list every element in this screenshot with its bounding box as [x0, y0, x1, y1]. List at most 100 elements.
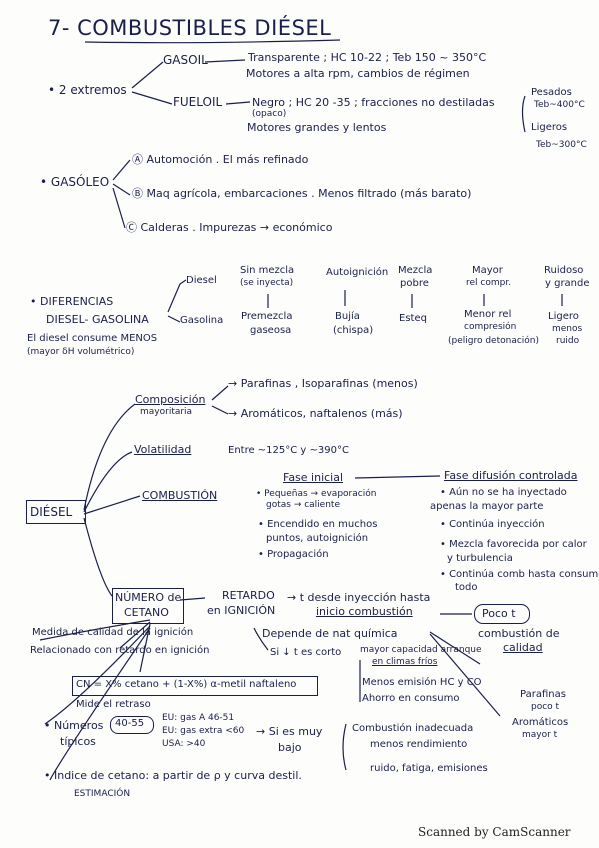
col1-bot2: gaseosa — [250, 325, 292, 336]
diferencias-note2: (mayor δH volumétrico) — [27, 347, 135, 357]
ligeros-label: Ligeros — [531, 122, 568, 133]
teb400-label: Teb~400°C — [534, 100, 585, 110]
comb-calidad-2: calidad — [503, 641, 543, 654]
fueloil-line2: Motores grandes y lentos — [247, 121, 387, 134]
mayor-t: mayor t — [522, 730, 558, 740]
cetano-box — [112, 588, 184, 624]
pesados-label: Pesados — [531, 87, 572, 98]
page-title: 7- COMBUSTIBLES DIÉSEL — [48, 16, 332, 40]
col4-top2: rel compr. — [466, 278, 512, 288]
medida-line: Medida de calidad de la ignición — [32, 627, 194, 638]
usa-range: USA: >40 — [162, 739, 206, 749]
arrow-fase — [354, 475, 441, 479]
teb300-label: Teb~300°C — [536, 140, 587, 150]
arrow-gasoil — [204, 59, 246, 63]
gasoleo-c: Ⓒ Calderas . Impurezas → económico — [126, 221, 333, 234]
volatilidad-label: Volatilidad — [134, 443, 192, 456]
gasoil-line2: Motores a alta rpm, cambios de régimen — [246, 67, 470, 80]
title-underline — [84, 39, 341, 44]
branch-medida — [39, 619, 151, 641]
col4-bot3: (peligro detonación) — [448, 336, 540, 346]
si-bajo-1: → Si es muy — [256, 725, 323, 738]
poco-t-label: Poco t — [482, 607, 516, 620]
si-t-corto: Si ↓ t es corto — [270, 647, 342, 658]
ahorro-consumo: Ahorro en consumo — [362, 693, 460, 704]
gasoil-label: GASOIL — [163, 53, 208, 67]
diesel-root-box — [26, 500, 86, 524]
scanner-footer: Scanned by CamScanner — [418, 825, 571, 839]
fase-difusion-1: • Aún no se ha inyectado — [440, 487, 567, 498]
poco-t-2: poco t — [531, 702, 560, 712]
fase-difusion-1b: apenas la mayor parte — [430, 501, 544, 512]
arrow-parafinas — [211, 385, 229, 401]
diferencias-label1: • DIFERENCIAS — [30, 295, 114, 308]
parafinas-line: → Parafinas , Isoparafinas (menos) — [228, 377, 418, 390]
col3-bot: Esteq — [399, 313, 427, 324]
fase-difusion-3b: y turbulencia — [447, 553, 513, 564]
col5-bot2: menos — [552, 324, 583, 334]
branch-si-corto — [253, 627, 269, 651]
col2-top: Autoignición — [326, 267, 389, 278]
t-desde-line: → t desde inyección hasta — [287, 591, 431, 604]
branch-fueloil — [131, 91, 173, 105]
eu-gas-extra: EU: gas extra <60 — [162, 726, 245, 736]
aromaticos-line: → Aromáticos, naftalenos (más) — [228, 407, 403, 420]
fase-inicial-1b: gotas → caliente — [266, 500, 340, 510]
branch-a — [112, 159, 131, 181]
fase-inicial-2b: puntos, autoignición — [266, 533, 369, 544]
fase-difusion-3: • Mezcla favorecida por calor — [440, 539, 587, 550]
bajo-result-2: menos rendimiento — [370, 739, 468, 750]
branch-cetano — [83, 517, 113, 597]
col5-bot3: ruido — [556, 336, 580, 346]
brace-pesados — [521, 95, 526, 133]
brace-bajo — [342, 723, 347, 771]
diferencias-label2: DIESEL- GASOLINA — [46, 313, 149, 326]
branch-indice — [49, 627, 151, 781]
cetano-box-line1: NÚMERO de — [115, 591, 182, 604]
depende-line: Depende de nat química — [262, 627, 398, 640]
retardo-line1: RETARDO — [222, 589, 275, 602]
relacionado-line: Relacionado con retardo en ignición — [30, 645, 210, 656]
col4-bot2: compresión — [464, 322, 517, 332]
rango-oval — [110, 716, 154, 734]
fase-difusion-2: • Continúa inyección — [440, 519, 545, 530]
col2-bot2: (chispa) — [333, 325, 374, 336]
fase-difusion-4b: todo — [455, 582, 478, 593]
fase-difusion-4: • Continúa comb hasta consumo — [440, 569, 599, 580]
retardo-line2: en IGNICIÓN — [207, 604, 276, 617]
cetane-formula: CN = X% cetano + (1-X%) α-metil naftalen… — [76, 679, 297, 690]
volatilidad-value: Entre ~125°C y ~390°C — [228, 445, 349, 456]
parafinas-cetano: Parafinas — [520, 689, 566, 700]
diesel-row-label: Diesel — [186, 275, 217, 286]
branch-volatilidad — [83, 451, 133, 513]
bajo-result-1: Combustión inadecuada — [352, 723, 474, 734]
mide-retraso: Mide el retraso — [76, 699, 151, 710]
col5-top: Ruidoso — [544, 265, 584, 276]
branch-diesel — [167, 279, 187, 313]
numeros-label: • Números — [44, 719, 104, 732]
bajo-result-3: ruido, fatiga, emisiones — [370, 763, 488, 774]
col2-bot: Bujía — [335, 311, 360, 322]
col3-top: Mezcla — [398, 265, 433, 276]
branch-formula — [139, 623, 151, 673]
combustion-label: COMBUSTIÓN — [142, 489, 218, 502]
col1-bot: Premezcla — [241, 311, 293, 322]
fase-inicial-1: • Pequeñas → evaporación — [256, 489, 377, 499]
poco-t-oval — [474, 604, 530, 624]
branch-c — [112, 187, 126, 229]
fase-inicial-3: • Propagación — [258, 549, 329, 560]
arrow-aromaticos2 — [429, 633, 501, 717]
eu-gas-a: EU: gas A 46-51 — [162, 713, 235, 723]
gasolina-row-label: Gasolina — [180, 315, 224, 326]
branch-numeros — [44, 625, 151, 725]
gasoleo-b: Ⓑ Maq agrícola, embarcaciones . Menos fi… — [132, 187, 472, 200]
indice-cetano: • Índice de cetano: a partir de ρ y curv… — [44, 769, 302, 782]
branch-combustion — [83, 495, 141, 515]
fase-inicial-2: • Encendido en muchos — [258, 519, 378, 530]
climas-frios: en climas fríos — [372, 657, 438, 667]
branch-b — [112, 183, 131, 196]
extremos-label: • 2 extremos — [48, 83, 127, 97]
fase-difusion-title: Fase difusión controlada — [444, 469, 578, 482]
fueloil-line1: Negro ; HC 20 -35 ; fracciones no destil… — [252, 96, 495, 109]
